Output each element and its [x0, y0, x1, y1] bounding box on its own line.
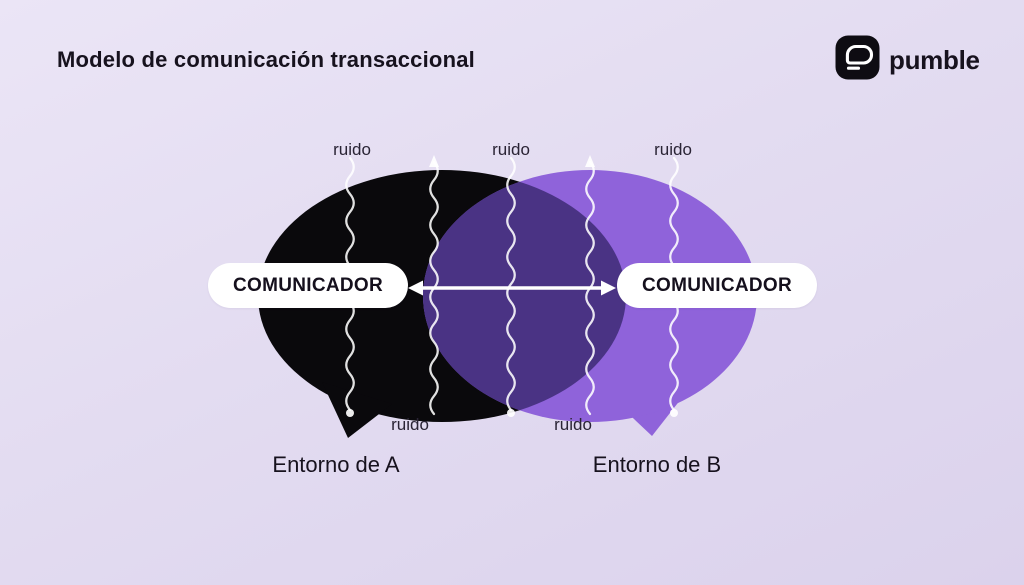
communicator-b-pill: COMUNICADOR [617, 263, 817, 308]
noise-wave-end-dot [670, 409, 678, 417]
pumble-chat-bubble-icon [835, 35, 880, 85]
communicator-a-pill: COMUNICADOR [208, 263, 408, 308]
speech-bubble-a-tail [322, 382, 392, 438]
noise-label-top-center: ruido [492, 140, 530, 159]
noise-wave-end-dot [507, 409, 515, 417]
noise-wave-arrowhead [429, 155, 439, 167]
environment-b-label: Entorno de B [592, 452, 722, 477]
communicator-a-label: COMUNICADOR [232, 274, 383, 296]
noise-wave-end-dot [346, 409, 354, 417]
communicator-b-label: COMUNICADOR [641, 274, 792, 296]
noise-wave-line [506, 156, 516, 412]
pumble-logo: pumble [835, 35, 980, 85]
environment-a-label: Entorno de A [272, 452, 400, 477]
pumble-wordmark: pumble [889, 44, 980, 75]
noise-wave-arrowhead [585, 155, 595, 167]
page-header: Modelo de comunicación transaccional pum… [0, 0, 1024, 100]
shared-field-of-experience-overlap [423, 170, 626, 422]
page-title: Modelo de comunicación transaccional [57, 47, 475, 72]
noise-label-top-right: ruido [654, 140, 692, 159]
message-channel-arrow [408, 280, 616, 296]
noise-label-top-left: ruido [333, 140, 371, 159]
noise-label-bottom-left: ruido [391, 415, 429, 434]
noise-label-bottom-right: ruido [554, 415, 592, 434]
